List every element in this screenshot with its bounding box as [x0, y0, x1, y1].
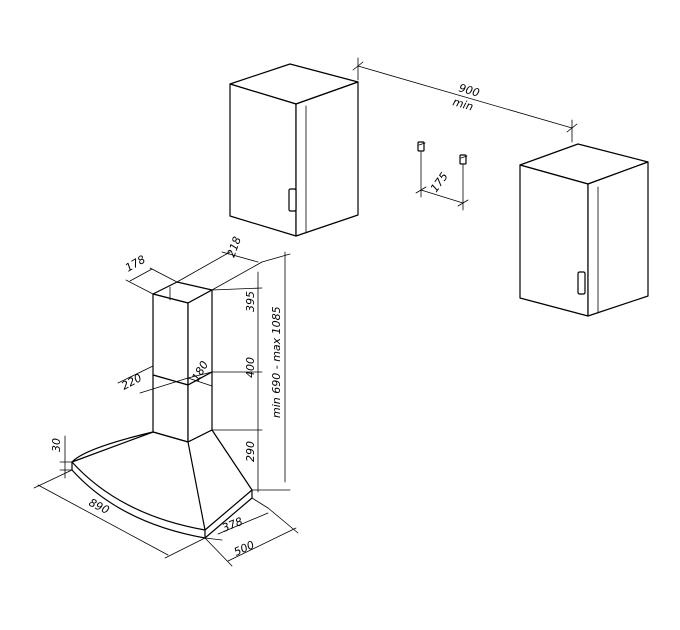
bracket-spacing-label: 175 [428, 170, 451, 195]
left-cabinet-front [229, 83, 297, 237]
chimney-lower-front [152, 374, 189, 443]
chimney-upper-height-label: 395 [244, 291, 257, 312]
canopy-body [71, 429, 253, 531]
chimney-upper-front [152, 293, 189, 386]
cabinet-gap-label: 900 [457, 81, 481, 99]
right-wall-cabinet [519, 143, 649, 317]
chimney-top-width-label: 218 [225, 235, 244, 259]
chimney-lower-height-label: 400 [244, 357, 257, 378]
canopy-back-edge [71, 431, 154, 463]
canopy-height-label: 290 [244, 441, 257, 462]
wall-brackets: 175 [415, 141, 469, 211]
cabinet-gap-dimension: 900 min [352, 57, 578, 143]
chimney-lower-depth-label: 220 [119, 371, 144, 392]
canopy-edge-label: 30 [50, 438, 63, 452]
left-cabinet-handle [288, 188, 297, 212]
right-cabinet-side [587, 161, 649, 317]
canopy-dimensions: 30 890 378 500 [33, 435, 299, 567]
right-cabinet-handle [577, 271, 586, 295]
canopy-depth-label: 500 [232, 538, 256, 558]
left-cabinet-side [295, 81, 359, 237]
canopy-front-rim [71, 461, 206, 539]
total-height-label: min 690 - max 1085 [270, 306, 283, 418]
chimney-hood [71, 281, 253, 539]
canopy-edge [187, 441, 206, 531]
left-wall-cabinet [229, 63, 359, 237]
cabinet-gap-note: min [451, 95, 475, 113]
chimney-top-depth-label: 178 [123, 253, 148, 275]
canopy-depth-inner-label: 378 [220, 515, 244, 535]
canopy-width-label: 890 [87, 496, 112, 517]
